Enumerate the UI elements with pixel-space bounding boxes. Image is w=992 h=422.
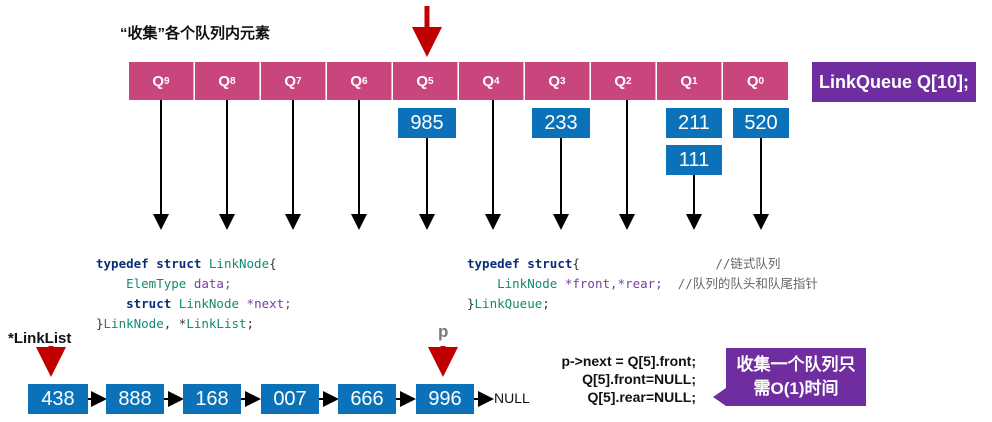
list-node-5: 666	[338, 384, 396, 414]
array-declaration-label: LinkQueue Q[10];	[812, 62, 976, 102]
statement-line-1: p->next = Q[5].front;	[561, 353, 696, 369]
list-node-4: 007	[261, 384, 319, 414]
note-line-2: 需O(1)时间	[753, 379, 839, 398]
queue-value-q5: 985	[398, 108, 456, 138]
list-node-3: 168	[183, 384, 241, 414]
statement-line-2: Q[5].front=NULL;	[582, 371, 696, 387]
code-linknode: typedef struct LinkNode{ ElemType data; …	[96, 256, 292, 331]
queue-value-q0: 520	[733, 108, 789, 138]
list-node-1: 438	[28, 384, 88, 414]
statement-line-3: Q[5].rear=NULL;	[587, 389, 696, 405]
null-label: NULL	[494, 390, 530, 406]
list-node-2: 888	[106, 384, 164, 414]
note-callout-pointer	[713, 388, 726, 406]
code-linkqueue: typedef struct{ //链式队列 LinkNode *front,*…	[467, 256, 818, 311]
queue-value-q3: 233	[532, 108, 590, 138]
complexity-note: 收集一个队列只 需O(1)时间	[726, 348, 866, 406]
collect-statements: p->next = Q[5].front; Q[5].front=NULL; Q…	[500, 352, 696, 406]
p-pointer-label: p	[438, 322, 449, 341]
queue-value-q1-first: 211	[666, 108, 722, 138]
note-line-1: 收集一个队列只	[736, 355, 856, 374]
queue-value-q1-second: 111	[666, 145, 722, 175]
list-node-6: 996	[416, 384, 474, 414]
linklist-head-label: *LinkList	[8, 330, 72, 347]
diagram-title: “收集”各个队列内元素	[120, 25, 271, 42]
